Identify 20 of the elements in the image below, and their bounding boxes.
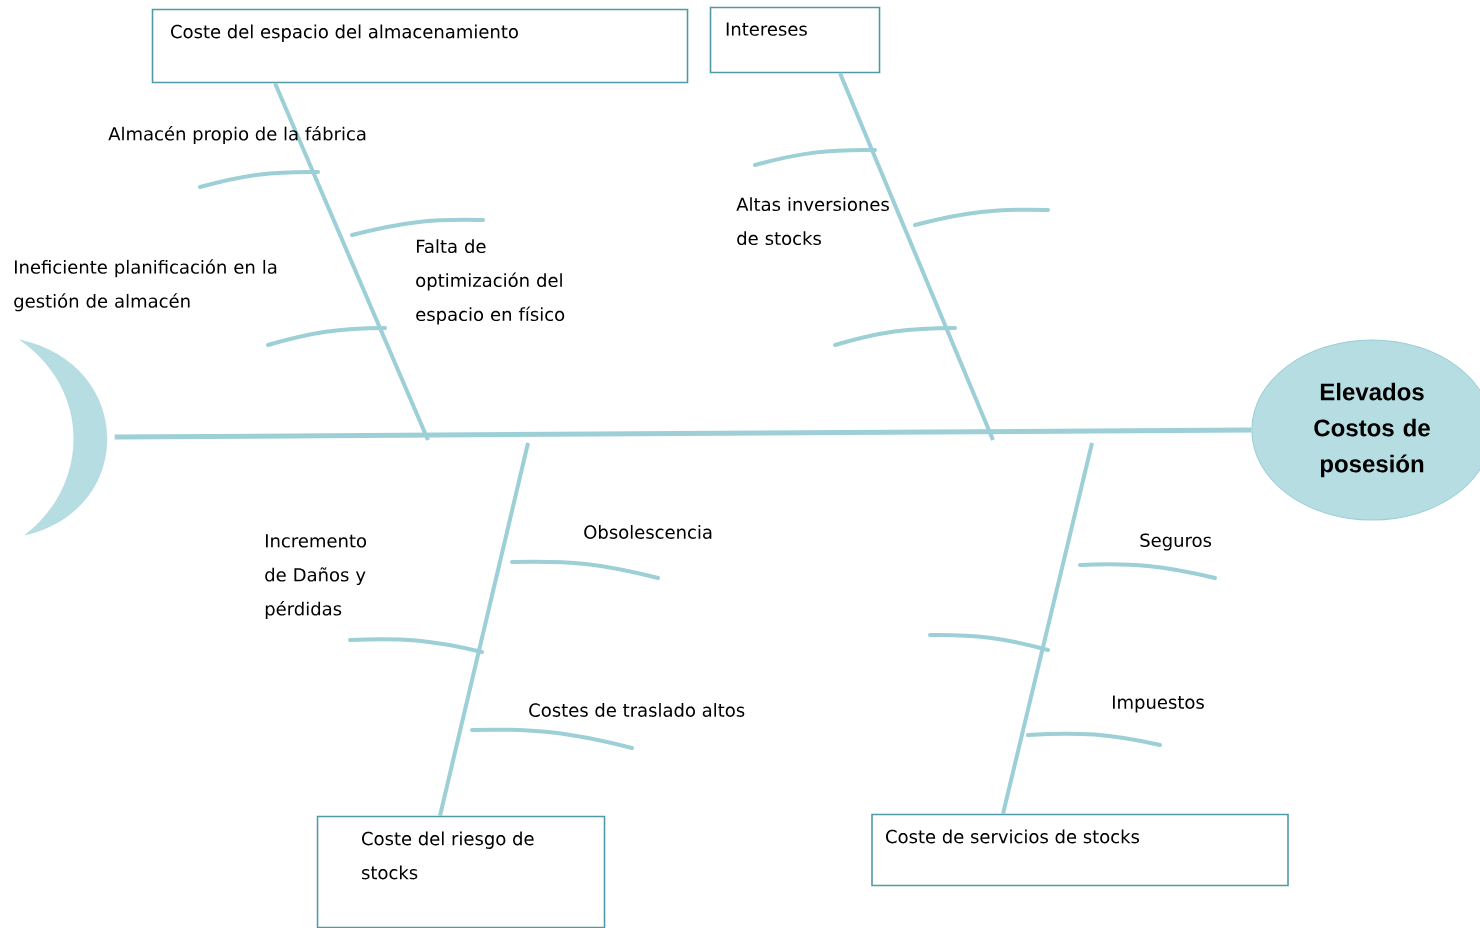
cause-label: Incremento de Daños y pérdidas (265, 534, 367, 620)
category-box: Coste del espacio del almacenamiento (151, 8, 689, 84)
cause-label: Almacén propio de la fábrica (108, 125, 366, 145)
category-box: Coste de servicios de stocks (871, 813, 1289, 887)
bone-line (1001, 442, 1094, 815)
cause-label: Impuestos (1113, 695, 1204, 713)
spine-line (114, 427, 1252, 440)
bone-line (838, 72, 995, 441)
fish-head: Elevados Costos de posesión (1251, 339, 1480, 521)
cause-label: Obsolescencia (584, 525, 712, 539)
category-box: Coste del riesgo de stocks (316, 815, 606, 928)
bone-line (273, 82, 430, 441)
cause-label: Altas inversiones de stocks (736, 197, 889, 246)
cause-label: Seguros (1140, 533, 1212, 551)
category-box: Intereses (709, 6, 881, 74)
fish-tail (19, 339, 108, 536)
cause-label: Falta de optimización del espacio en físico (416, 239, 565, 325)
cause-label: Costes de traslado altos (529, 703, 745, 717)
cause-label: Ineficiente planificación en la gestión de almacén (14, 259, 277, 312)
bone-line (438, 442, 530, 817)
